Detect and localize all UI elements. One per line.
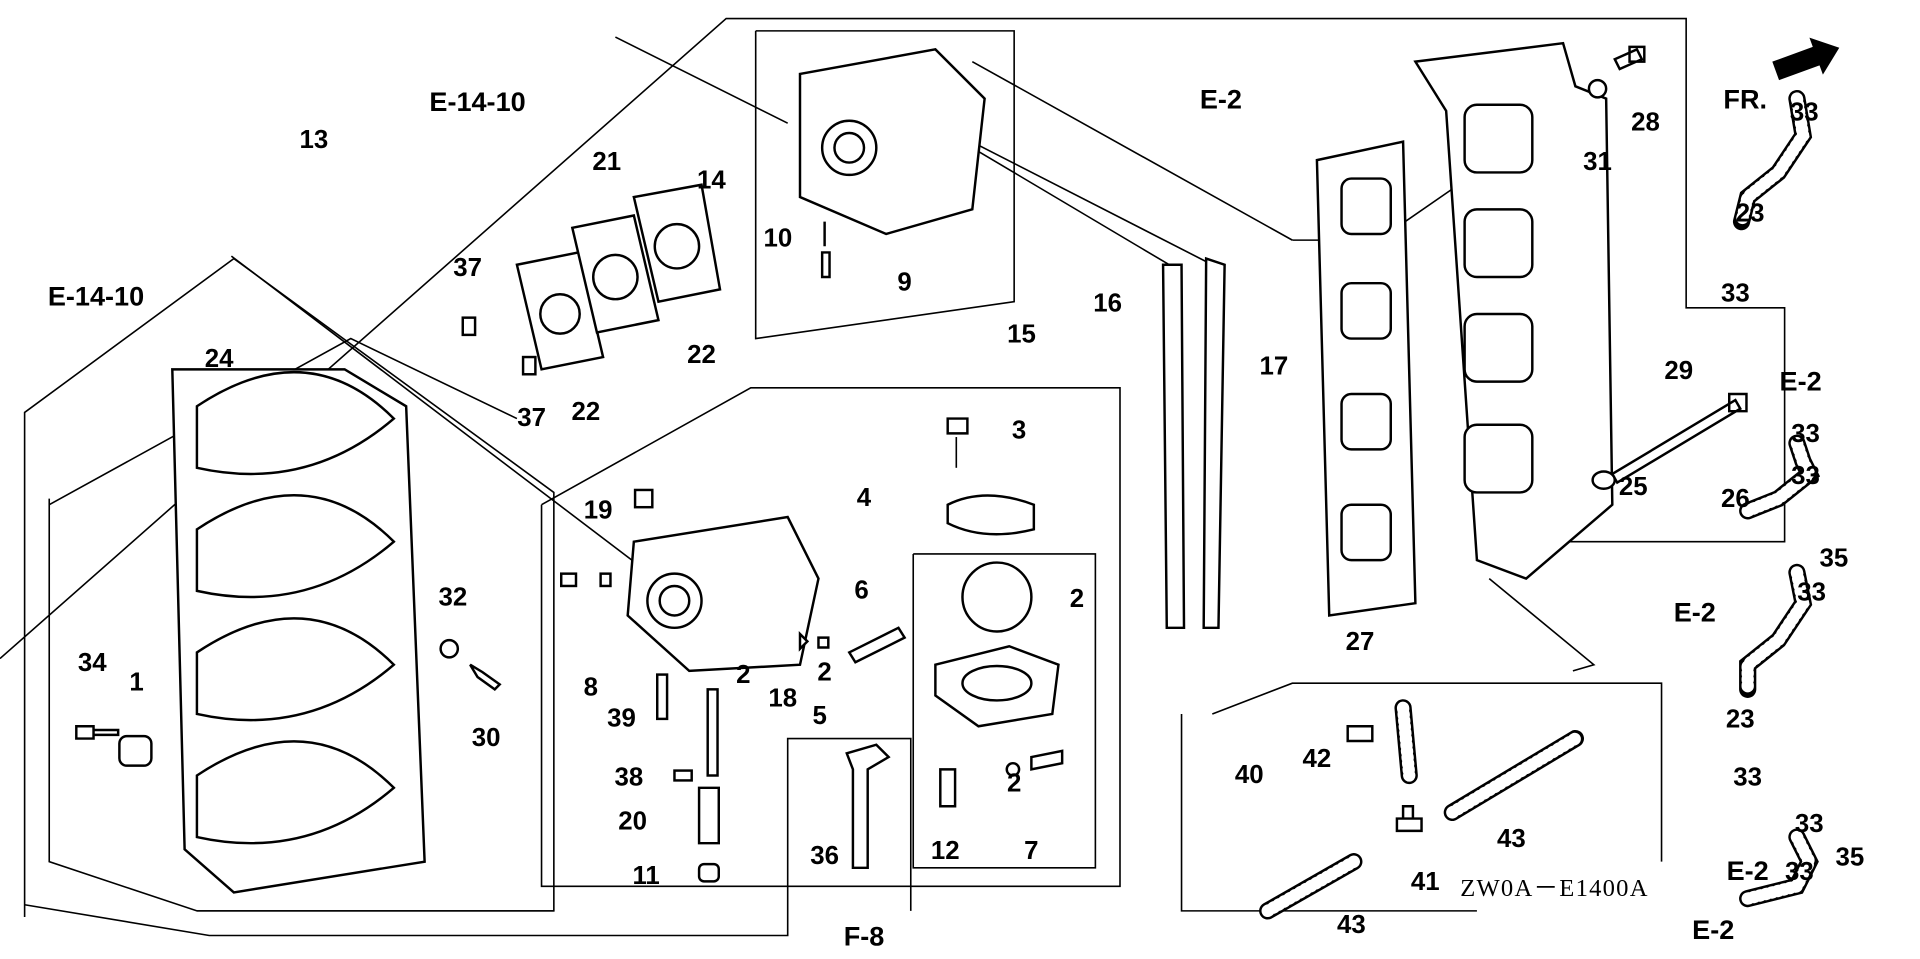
callout-number: 15 [1007, 320, 1036, 348]
ref-e2: E-2 [1780, 365, 1822, 396]
ref-e14-10: E-14-10 [48, 280, 144, 311]
callout-number: 37 [517, 404, 546, 432]
callout-number: 26 [1721, 485, 1750, 513]
callout-number: 39 [607, 704, 636, 732]
callout-number: 30 [472, 724, 501, 752]
callout-number: 37 [453, 254, 482, 282]
callout-number: 3 [1012, 416, 1026, 444]
callout-number: 41 [1411, 868, 1440, 896]
callout-number: 32 [439, 584, 468, 612]
callout-number: 13 [299, 126, 328, 154]
gasket-27 [1315, 140, 1417, 617]
callout-number: 23 [1736, 200, 1765, 228]
manifold-right-ports [1463, 103, 1534, 494]
ref-e2: E-2 [1200, 83, 1242, 114]
callout-number: 12 [931, 837, 960, 865]
callout-number: 2 [817, 659, 831, 687]
callout-number: 8 [584, 674, 598, 702]
callout-number: 35 [1819, 544, 1848, 572]
callout-number: 34 [78, 649, 107, 677]
callout-number: 29 [1664, 357, 1693, 385]
callout-number: 33 [1785, 858, 1814, 886]
callout-number: 16 [1093, 289, 1122, 317]
callout-number: 7 [1024, 837, 1038, 865]
callout-number: 24 [205, 345, 234, 373]
callout-number: 17 [1259, 352, 1288, 380]
screw-30 [469, 663, 502, 691]
callout-number: 20 [618, 808, 647, 836]
callout-number: 2 [736, 661, 750, 689]
callout-number: 33 [1791, 420, 1820, 448]
callout-number: 36 [810, 842, 839, 870]
callout-number: 21 [592, 148, 621, 176]
hoses [1259, 89, 1821, 920]
gasket-16 [1161, 263, 1186, 630]
callout-number: 33 [1797, 579, 1826, 607]
ref-e2: E-2 [1692, 914, 1734, 945]
callout-number: 22 [687, 341, 716, 369]
collar-1 [118, 734, 153, 767]
diagram-code: ZW0A－E1400A [1460, 875, 1649, 902]
carburetor-15 [560, 488, 907, 883]
callout-number: 2 [1070, 585, 1084, 613]
callout-number: 33 [1733, 763, 1762, 791]
callout-number: 38 [615, 763, 644, 791]
front-label: FR. [1723, 83, 1767, 114]
callout-number: 31 [1583, 148, 1612, 176]
tube-36 [845, 743, 891, 870]
callout-number: 35 [1835, 843, 1864, 871]
intake-manifold-right [1413, 41, 1614, 580]
callout-number: 9 [897, 269, 911, 297]
callout-number: 11 [632, 862, 659, 890]
callout-number: 40 [1235, 761, 1264, 789]
callout-number: 42 [1303, 745, 1332, 773]
callout-number: 27 [1346, 628, 1375, 656]
callout-number: 23 [1726, 706, 1755, 734]
ref-e2: E-2 [1674, 597, 1716, 628]
callout-number: 43 [1337, 911, 1366, 939]
callout-number: 10 [763, 224, 792, 252]
bolt-34 [75, 725, 120, 740]
callout-number: 33 [1795, 810, 1824, 838]
callout-number: 33 [1721, 280, 1750, 308]
callout-number: 28 [1631, 109, 1660, 137]
gaskets-21-22 [461, 183, 722, 376]
callout-number: 4 [857, 484, 872, 512]
callout-number: 1 [129, 669, 143, 697]
callout-number: 19 [584, 496, 613, 524]
fitting-41 [1395, 805, 1423, 833]
ref-f8: F-8 [844, 920, 885, 951]
callout-number: 5 [813, 702, 827, 730]
ref-e14-10: E-14-10 [429, 86, 525, 117]
carburetor-14 [798, 48, 986, 279]
callout-number: 6 [854, 576, 868, 604]
nut-32 [439, 638, 460, 659]
bolt-28 [1613, 45, 1646, 71]
clip-42 [1346, 725, 1374, 743]
ref-e2: E-2 [1727, 855, 1769, 886]
callout-number: 43 [1497, 825, 1526, 853]
assembly-frame-lines [0, 17, 1786, 937]
washer-31 [1587, 78, 1608, 99]
gasket-17 [1202, 256, 1226, 630]
callout-number: 14 [697, 166, 726, 194]
intake-manifold-24 [171, 368, 426, 894]
callout-number: 18 [768, 685, 797, 713]
callout-number: 2 [1007, 770, 1021, 798]
gasket-27-ports [1340, 177, 1392, 562]
callout-number: 25 [1619, 473, 1648, 501]
nut-25 [1591, 470, 1617, 490]
float-chamber-parts [934, 417, 1064, 808]
callout-number: 22 [571, 398, 600, 426]
callout-number: 33 [1790, 99, 1819, 127]
front-arrow-icon [1772, 37, 1840, 81]
callout-number: 33 [1791, 462, 1820, 490]
stud-29 [1610, 392, 1748, 485]
